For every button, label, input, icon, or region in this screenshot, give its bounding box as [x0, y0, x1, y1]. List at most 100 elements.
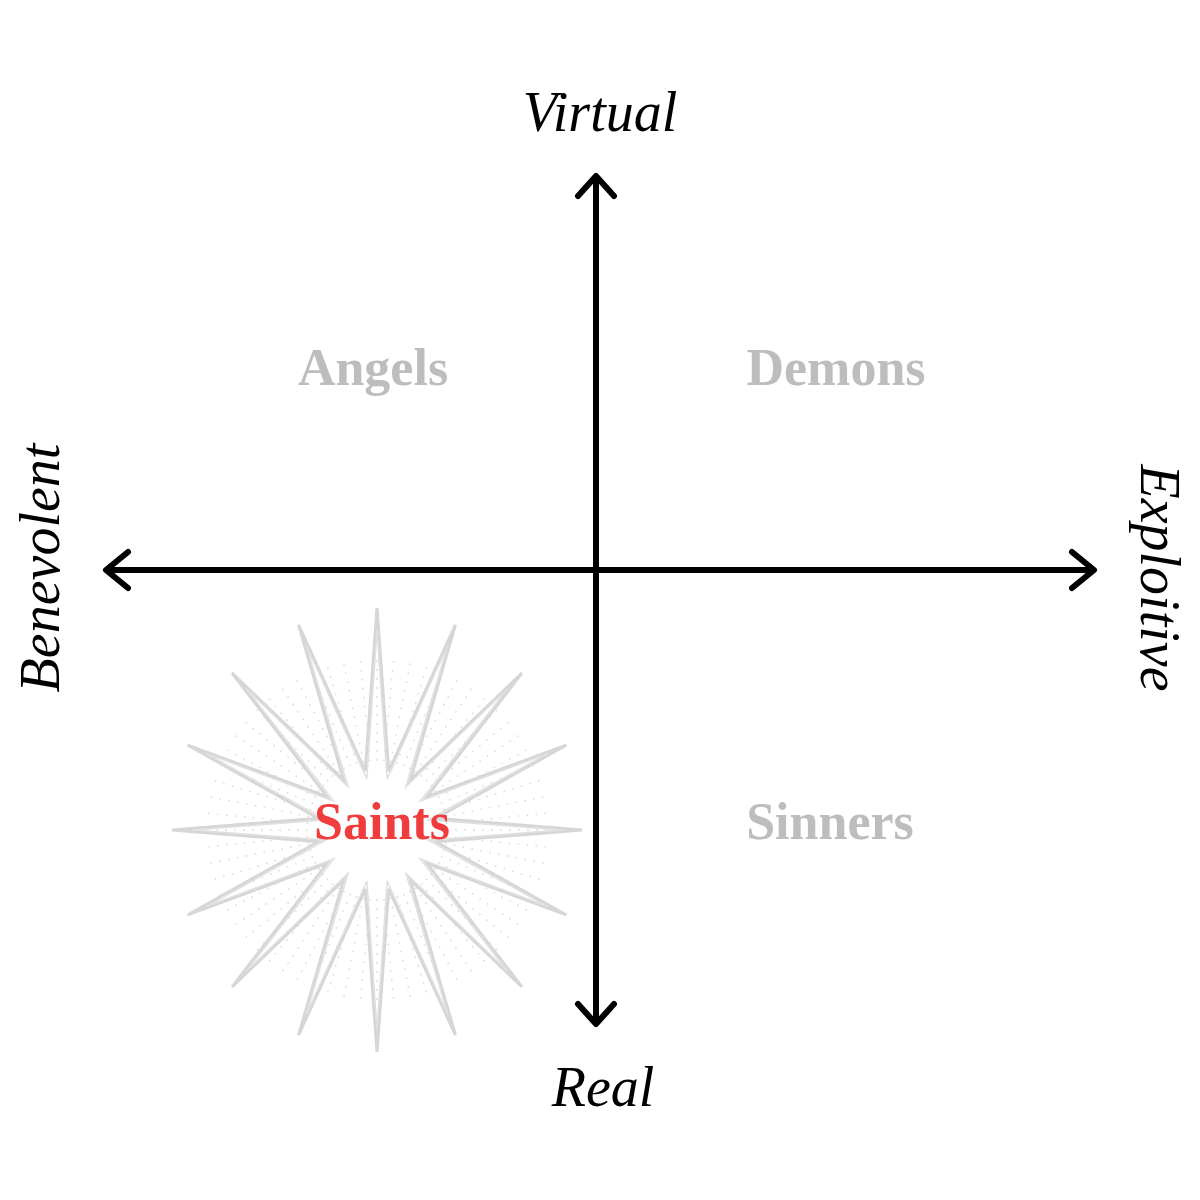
star-dot: [462, 846, 464, 848]
star-dot: [326, 923, 328, 925]
star-dot: [360, 997, 362, 999]
star-dot: [464, 888, 466, 890]
star-dot: [479, 898, 481, 900]
star-dot: [322, 728, 324, 730]
star-dot: [439, 712, 441, 714]
star-dot: [309, 704, 311, 706]
star-dot: [402, 745, 404, 747]
star-dot: [470, 779, 472, 781]
star-dot: [262, 840, 264, 842]
star-dot: [383, 899, 385, 901]
star-dot: [280, 765, 282, 767]
arrowhead: [578, 176, 614, 196]
star-dot: [228, 800, 230, 802]
star-dot: [332, 895, 334, 897]
star-dot: [263, 716, 265, 718]
star-dot: [423, 982, 425, 984]
star-dot: [376, 732, 378, 734]
star-dot: [430, 910, 432, 912]
star-dot: [339, 899, 341, 901]
star-dot: [292, 804, 294, 806]
star-dot: [309, 747, 311, 749]
star-dot: [303, 740, 305, 742]
star-dot: [517, 923, 519, 925]
star-dot: [288, 829, 290, 831]
star-dot: [291, 875, 293, 877]
star-dot: [347, 681, 349, 683]
star-dot: [332, 974, 334, 976]
star-dot: [502, 745, 504, 747]
star-dot: [303, 859, 305, 861]
star-dot: [235, 843, 237, 845]
star-dot: [449, 918, 451, 920]
star-dot: [457, 775, 459, 777]
star-dot: [499, 778, 501, 780]
star-dot: [496, 710, 498, 712]
star-dot: [354, 716, 356, 718]
star-dot: [445, 761, 447, 763]
star-dot: [480, 850, 482, 852]
star-dot: [330, 915, 332, 917]
star-dot: [320, 897, 322, 899]
star-dot: [517, 735, 519, 737]
star-dot: [426, 923, 428, 925]
star-dot: [444, 773, 446, 775]
star-dot: [299, 814, 301, 816]
star-dot: [455, 837, 457, 839]
star-dot: [297, 925, 299, 927]
star-dot: [420, 974, 422, 976]
star-dot: [409, 891, 411, 893]
star-dot: [386, 724, 388, 726]
star-dot: [435, 917, 437, 919]
star-dot: [280, 908, 282, 910]
star-dot: [397, 933, 399, 935]
arrowhead: [1072, 552, 1094, 588]
star-dot: [437, 779, 439, 781]
star-dot: [317, 741, 319, 743]
star-dot: [466, 719, 468, 721]
star-dot: [243, 900, 245, 902]
star-dot: [320, 773, 322, 775]
star-dot: [271, 819, 273, 821]
star-dot: [361, 679, 363, 681]
star-dot: [376, 944, 378, 946]
star-dot: [275, 798, 277, 800]
star-dot: [437, 681, 439, 683]
star-dot: [297, 711, 299, 713]
star-dot: [517, 815, 519, 817]
star-dot: [389, 697, 391, 699]
star-dot: [281, 810, 283, 812]
star-dot: [278, 870, 280, 872]
star-dot: [454, 871, 456, 873]
star-dot: [376, 759, 378, 761]
star-dot: [457, 795, 459, 797]
star-dot: [282, 923, 284, 925]
star-dot: [509, 758, 511, 760]
star-dot: [479, 760, 481, 762]
star-dot: [478, 883, 480, 885]
star-dot: [232, 785, 234, 787]
star-dot: [345, 728, 347, 730]
star-dot: [482, 839, 484, 841]
star-dot: [228, 890, 230, 892]
star-dot: [312, 925, 314, 927]
star-dot: [507, 936, 509, 938]
star-dot: [483, 960, 485, 962]
star-dot: [412, 710, 414, 712]
star-dot: [470, 735, 472, 737]
star-dot: [301, 806, 303, 808]
star-dot: [314, 862, 316, 864]
star-dot: [500, 829, 502, 831]
star-dot: [508, 816, 510, 818]
star-dot: [430, 931, 432, 933]
star-dot: [426, 736, 428, 738]
star-dot: [517, 905, 519, 907]
star-dot: [533, 798, 535, 800]
star-dot: [292, 855, 294, 857]
star-dot: [491, 782, 493, 784]
star-dot: [318, 938, 320, 940]
star-dot: [387, 715, 389, 717]
star-dot: [399, 942, 401, 944]
star-dot: [376, 660, 378, 662]
star-dot: [421, 775, 423, 777]
